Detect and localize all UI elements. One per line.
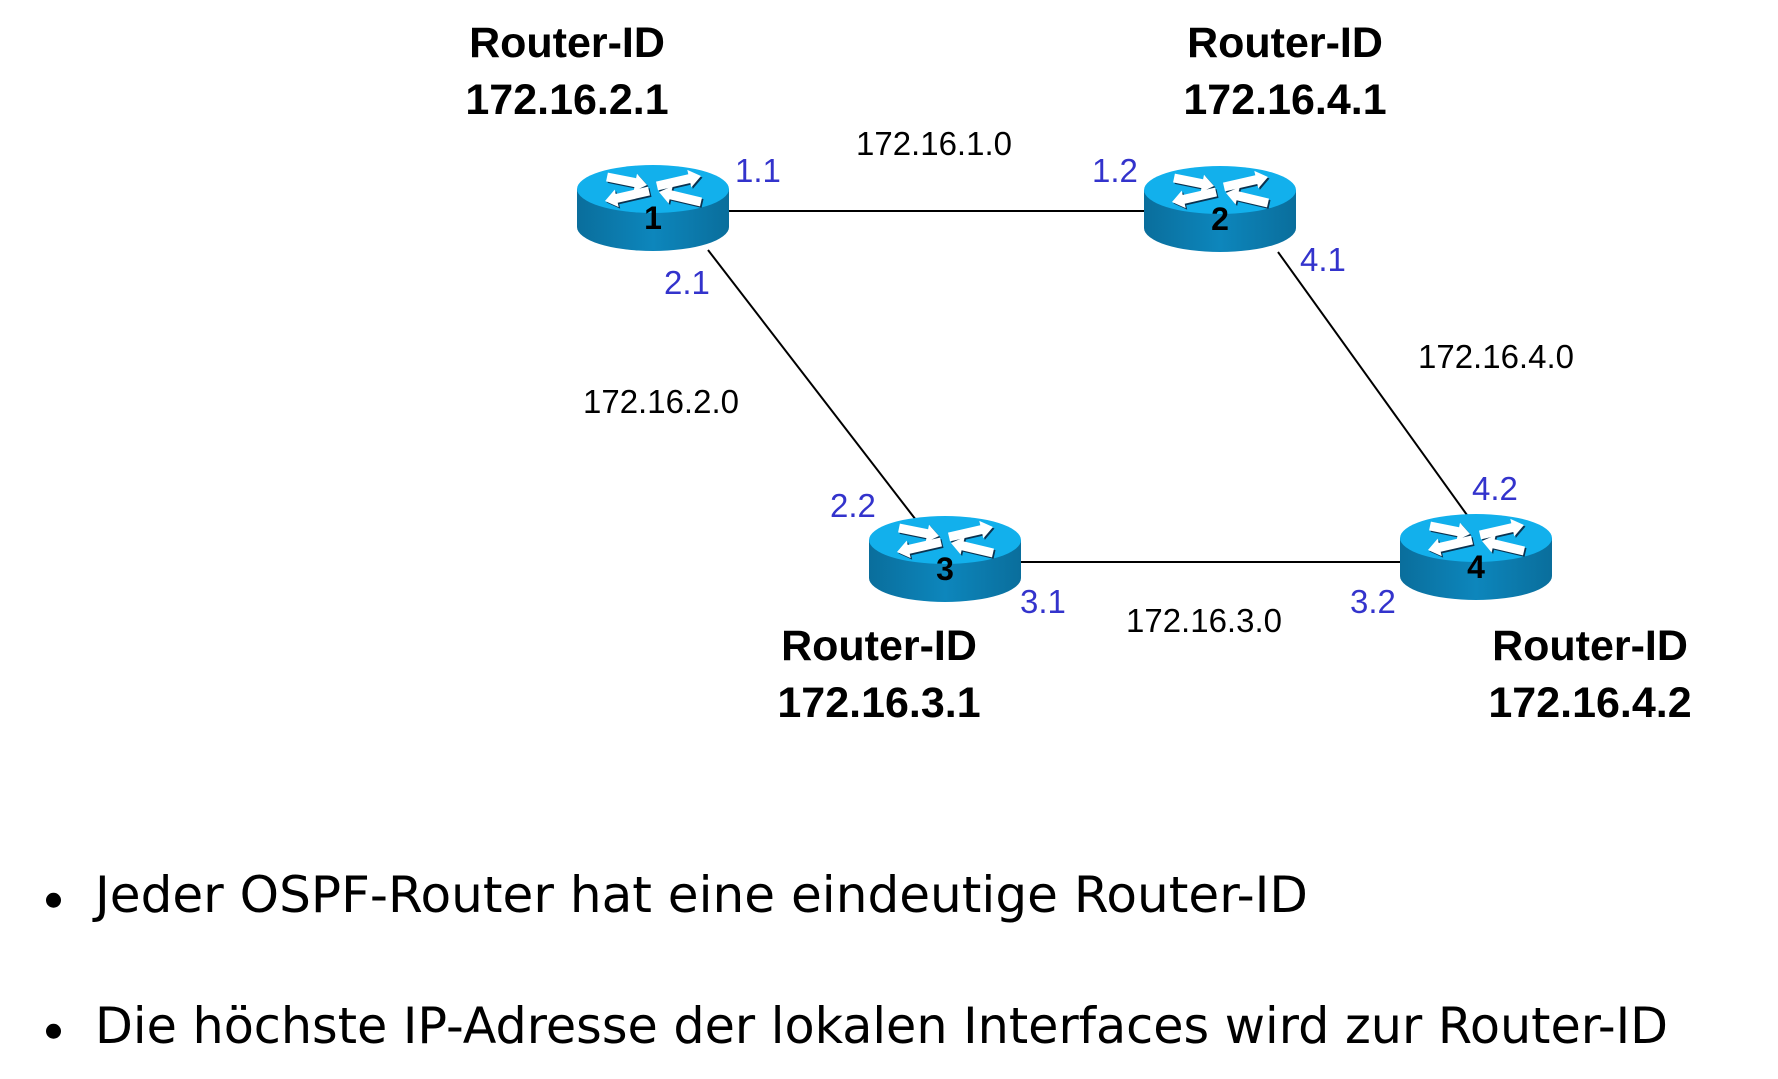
router-arrow-icon xyxy=(1429,521,1470,541)
router-arrow-icon xyxy=(898,523,939,543)
router-id-label-3: Router-ID 172.16.3.1 xyxy=(749,618,1009,732)
router-id-heading: Router-ID xyxy=(1187,19,1383,67)
network-label-1-2: 172.16.1.0 xyxy=(856,125,1012,162)
router-id-label-2: Router-ID 172.16.4.1 xyxy=(1155,15,1415,129)
router-number: 2 xyxy=(1211,201,1229,237)
router-arrow-icon xyxy=(656,169,701,191)
interface-label-4-2: 4.2 xyxy=(1472,470,1518,507)
router-id-label-1: Router-ID 172.16.2.1 xyxy=(437,15,697,129)
router-id-value: 172.16.3.1 xyxy=(777,679,981,727)
interface-label-3-2: 3.2 xyxy=(1350,583,1396,620)
router-arrow-icon xyxy=(606,172,647,192)
router-id-value: 172.16.2.1 xyxy=(465,76,669,124)
router-arrow-icon xyxy=(1172,187,1217,209)
router-number: 3 xyxy=(936,551,954,587)
bullet-text: Jeder OSPF-Router hat eine eindeutige Ro… xyxy=(95,866,1308,924)
interface-label-1-1: 1.1 xyxy=(735,152,781,189)
interface-label-4-1: 4.1 xyxy=(1300,241,1346,278)
router-id-value: 172.16.4.2 xyxy=(1488,679,1692,727)
bullet-text: Die höchste IP-Adresse der lokalen Inter… xyxy=(95,997,1668,1055)
router-arrow-icon xyxy=(951,537,994,558)
router-arrow-icon xyxy=(1226,187,1269,208)
link-2-4 xyxy=(1277,251,1468,516)
router-arrow-icon xyxy=(948,520,993,542)
router-arrow-icon xyxy=(1223,170,1268,192)
router-arrow-icon xyxy=(1482,535,1525,556)
router-3-icon: 3 xyxy=(869,516,1021,602)
router-id-heading: Router-ID xyxy=(469,19,665,67)
interface-label-3-1: 3.1 xyxy=(1020,583,1066,620)
router-number: 4 xyxy=(1467,549,1485,585)
interface-label-1-2: 1.2 xyxy=(1092,152,1138,189)
router-id-heading: Router-ID xyxy=(781,622,977,670)
interface-label-2-2: 2.2 xyxy=(830,487,876,524)
bullet-dot-icon xyxy=(46,1023,61,1039)
ospf-topology-diagram: 172.16.1.0 172.16.2.0 172.16.4.0 172.16.… xyxy=(577,125,1574,639)
router-arrow-icon xyxy=(897,537,942,559)
router-arrow-icon xyxy=(1173,173,1214,193)
network-label-3-4: 172.16.3.0 xyxy=(1126,602,1282,639)
interface-label-2-1: 2.1 xyxy=(664,264,710,301)
router-number: 1 xyxy=(644,200,662,236)
router-id-heading: Router-ID xyxy=(1492,622,1688,670)
router-arrow-icon xyxy=(605,186,650,208)
bullet-dot-icon xyxy=(46,892,61,908)
router-arrow-icon xyxy=(1479,518,1524,540)
router-id-value: 172.16.4.1 xyxy=(1183,76,1387,124)
router-2-icon: 2 xyxy=(1144,166,1296,252)
router-1-icon: 1 xyxy=(577,165,729,251)
router-4-icon: 4 xyxy=(1400,514,1552,600)
link-1-3 xyxy=(707,249,917,521)
router-arrow-icon xyxy=(1428,535,1473,557)
network-label-1-3: 172.16.2.0 xyxy=(583,383,739,420)
network-label-2-4: 172.16.4.0 xyxy=(1418,338,1574,375)
router-id-label-4: Router-ID 172.16.4.2 xyxy=(1460,618,1720,732)
router-arrow-icon xyxy=(659,186,702,207)
